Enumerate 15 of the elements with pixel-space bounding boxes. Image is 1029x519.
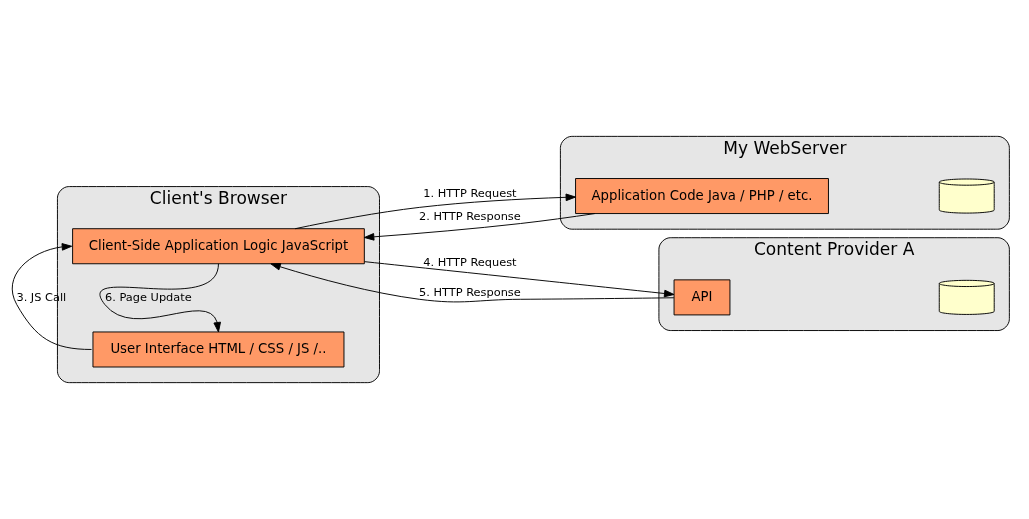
- edge-label: 6. Page Update: [105, 290, 192, 305]
- arrow: [270, 263, 675, 303]
- arrow: [99, 263, 221, 333]
- node-box: API: [673, 279, 731, 316]
- arrow: [11, 243, 92, 350]
- node-box: Client-Side Application Logic JavaScript: [72, 228, 365, 265]
- edge-label: 2. HTTP Response: [419, 209, 521, 224]
- edge-label: 5. HTTP Response: [419, 285, 521, 300]
- arrow: [363, 213, 596, 241]
- edge-label: 1. HTTP Request: [423, 185, 517, 200]
- node-box: Application Code Java / PHP / etc.: [575, 178, 829, 215]
- arrow: [364, 261, 675, 298]
- edge-label: 4. HTTP Request: [423, 254, 517, 269]
- arrow: [294, 193, 577, 230]
- node-box: User Interface HTML / CSS / JS /..: [92, 331, 345, 368]
